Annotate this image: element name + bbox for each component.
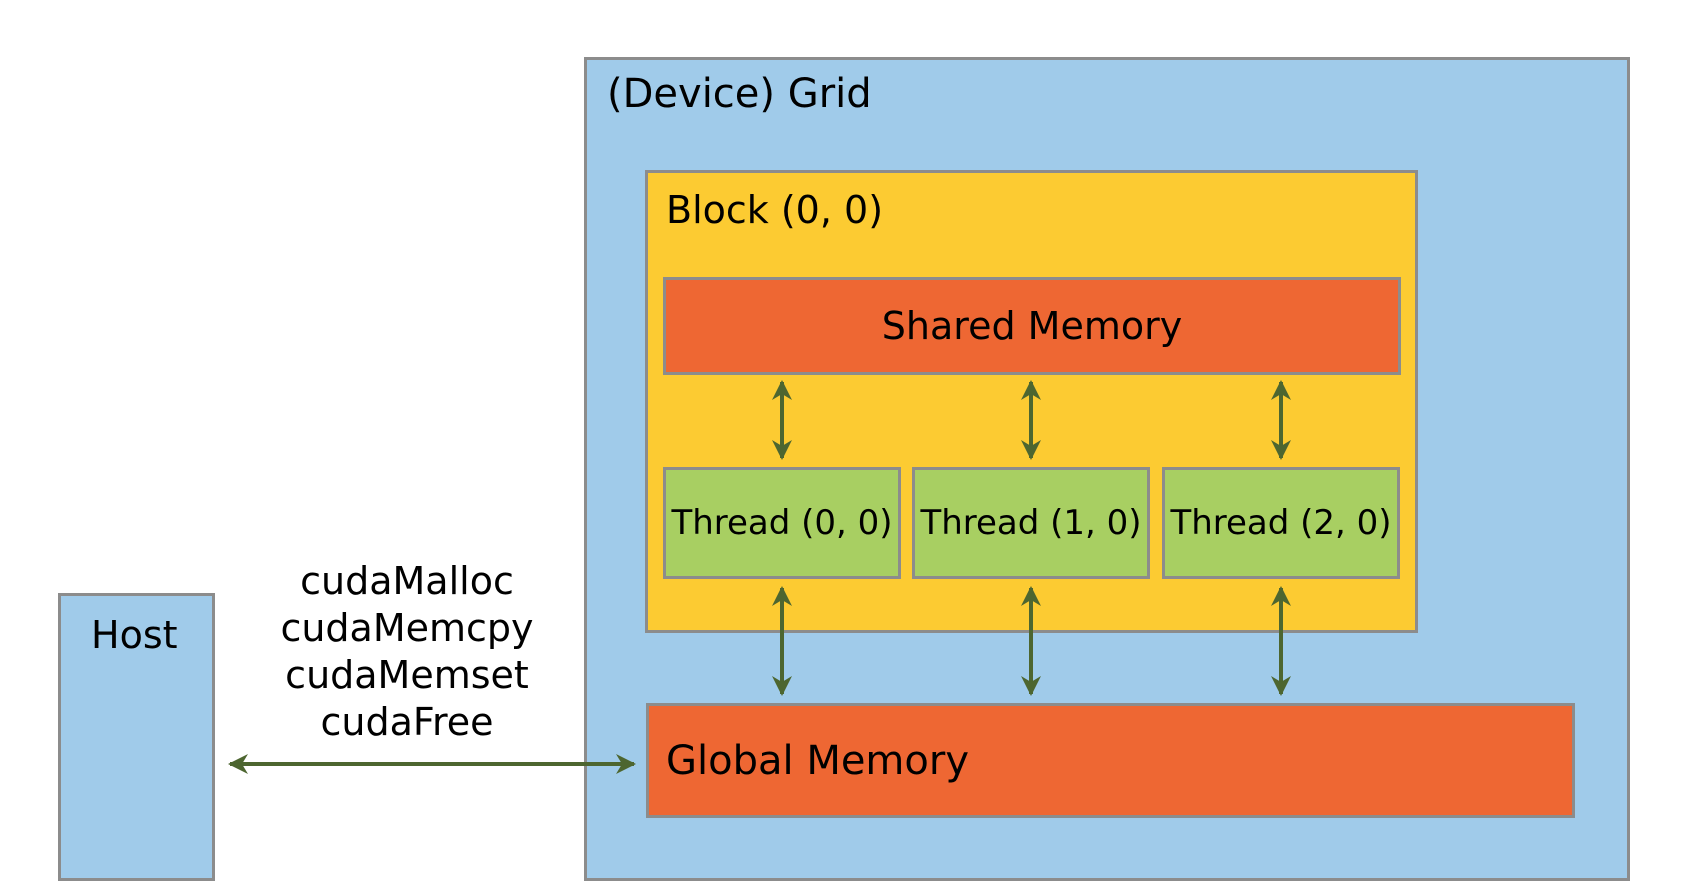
host-label: Host	[91, 613, 178, 657]
thread-box-0: Thread (0, 0)	[663, 467, 901, 579]
device-grid-label: (Device) Grid	[607, 71, 872, 117]
api-call-list: cudaMalloc cudaMemcpy cudaMemset cudaFre…	[262, 558, 552, 746]
thread-label-2: Thread (2, 0)	[1170, 503, 1392, 543]
thread-label-1: Thread (1, 0)	[920, 503, 1142, 543]
block-label: Block (0, 0)	[666, 188, 884, 232]
thread-box-1: Thread (1, 0)	[912, 467, 1150, 579]
api-call-free: cudaFree	[320, 700, 494, 744]
global-memory-label: Global Memory	[666, 737, 969, 784]
global-memory-box: Global Memory	[646, 703, 1575, 818]
shared-memory-box: Shared Memory	[663, 277, 1401, 375]
shared-memory-label: Shared Memory	[881, 304, 1183, 348]
host-box: Host	[58, 593, 215, 881]
api-call-memcpy: cudaMemcpy	[280, 606, 534, 650]
api-call-malloc: cudaMalloc	[300, 559, 514, 603]
thread-box-2: Thread (2, 0)	[1162, 467, 1400, 579]
api-call-memset: cudaMemset	[285, 653, 529, 697]
thread-label-0: Thread (0, 0)	[671, 503, 893, 543]
